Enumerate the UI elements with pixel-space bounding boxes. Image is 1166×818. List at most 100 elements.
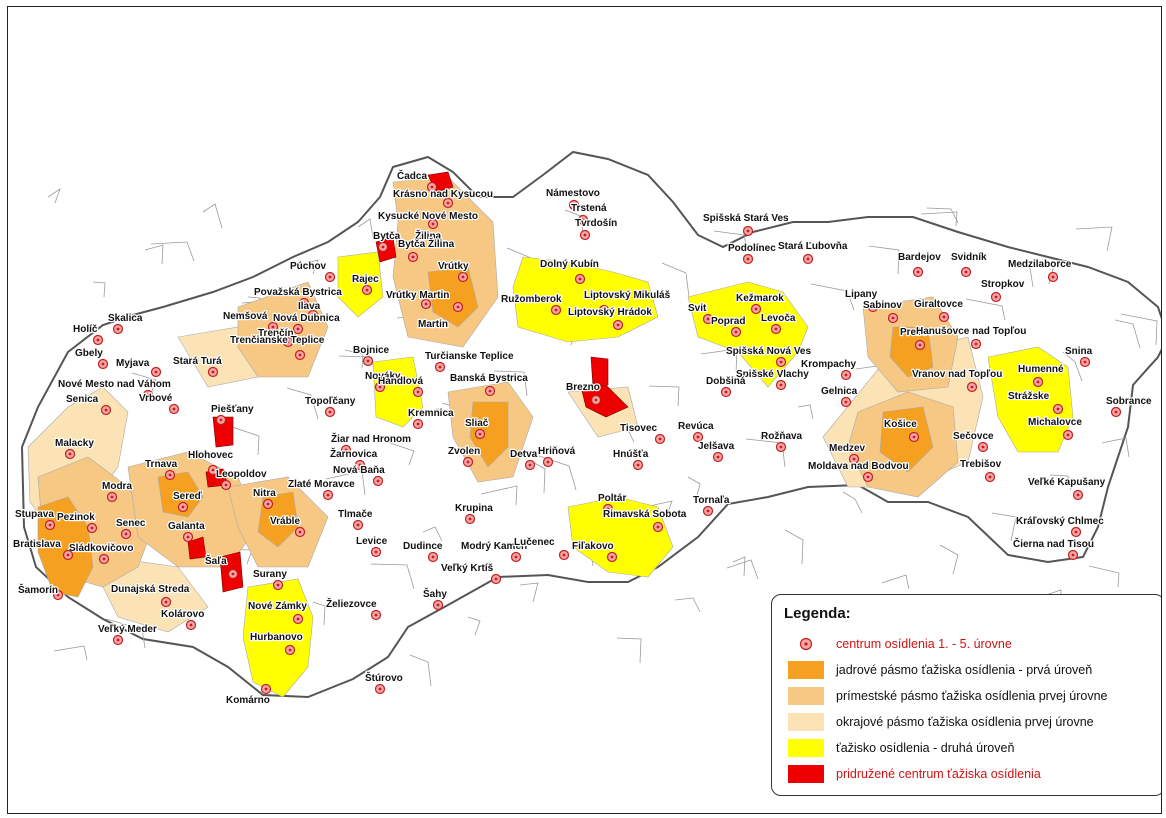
city-marker: Šaľa	[204, 553, 239, 580]
city-label: Dobšiná	[706, 376, 746, 387]
city-dot-center	[326, 493, 330, 497]
city-marker: Spišská Nová Ves	[725, 345, 813, 368]
city-marker: Nová Dubnica	[272, 312, 341, 335]
city-dot-center	[572, 203, 576, 207]
city-dot-center	[430, 185, 434, 189]
city-label: Trenčín	[258, 328, 294, 339]
district-border	[784, 529, 804, 565]
city-marker: Tornaľa	[692, 494, 731, 517]
city-marker: Dobšiná	[705, 375, 747, 398]
city-dot-center	[1076, 493, 1080, 497]
city-label: Bratislava	[13, 539, 61, 550]
city-dot-center	[1051, 275, 1055, 279]
city-marker: Sečovce	[952, 430, 995, 453]
city-dot-center	[583, 233, 587, 237]
district-border	[661, 262, 690, 298]
city-dot-center	[602, 308, 606, 312]
district-border	[409, 654, 432, 687]
legend-item-core-zone: jadrové pásmo ťažiska osídlenia - prvá ú…	[788, 659, 1092, 681]
district-border	[713, 230, 748, 250]
city-label: Považská Bystrica	[254, 287, 342, 298]
city-dot-center	[286, 340, 290, 344]
city-dot-center	[658, 437, 662, 441]
city-marker: Žiar nad Hronom	[330, 431, 412, 456]
city-label: Ilava	[298, 301, 321, 312]
city-dot-center	[376, 479, 380, 483]
city-label: Púchov	[290, 261, 327, 272]
city-label: Podolínec	[728, 243, 776, 254]
city-label: Nováky	[365, 371, 401, 382]
city-label: Nová Baňa	[333, 465, 385, 476]
city-label: Kráľovský Chlmec	[1016, 516, 1104, 527]
city-label: Malacky	[55, 438, 94, 449]
city-dot-center	[381, 245, 385, 249]
city-marker: Medzilaborce	[1007, 258, 1073, 283]
legend-label: pridružené centrum ťažiska osídlenia	[836, 767, 1041, 781]
city-dot-center	[494, 577, 498, 581]
city-dot-center	[96, 338, 100, 342]
city-label: Handlová	[378, 376, 423, 387]
city-dot-center	[181, 505, 185, 509]
city-dot-center	[974, 342, 978, 346]
city-dot-center	[328, 275, 332, 279]
city-label: Hnúšťa	[613, 449, 649, 460]
city-marker: Bytča Žilina	[397, 236, 456, 263]
city-dot-center	[891, 316, 895, 320]
district-border	[732, 556, 746, 577]
city-label: Dolný Kubín	[540, 259, 599, 270]
city-marker: Žarnovica	[329, 446, 379, 471]
district-border	[370, 563, 415, 590]
city-marker: Skalica	[107, 312, 144, 335]
city-label: Senec	[116, 518, 146, 529]
city-label: Hriňová	[538, 446, 576, 457]
city-dot-center	[456, 305, 460, 309]
city-marker: Handlová	[377, 375, 425, 398]
city-marker: Dolný Kubín	[539, 258, 600, 285]
city-marker: Vrútky Martin	[385, 289, 451, 310]
city-label: Tvrdošín	[575, 218, 617, 229]
city-label: Šamorín	[18, 583, 58, 596]
city-marker: Moldava nad Bodvou	[807, 460, 910, 483]
city-dot-center	[436, 603, 440, 607]
city-dot-center	[296, 617, 300, 621]
city-marker: Martin	[417, 301, 464, 331]
city-marker: Bojnice	[352, 344, 391, 367]
city-label: Gelnica	[821, 386, 858, 397]
city-label: Tlmače	[338, 509, 373, 520]
city-marker: Hnúšťa	[612, 448, 650, 471]
legend-swatch	[788, 765, 824, 783]
city-label: Spišské Vlachy	[736, 369, 809, 380]
city-dot-center	[844, 400, 848, 404]
district-border	[422, 526, 443, 542]
city-label: Lučenec	[514, 537, 555, 548]
city-dot-center	[1036, 380, 1040, 384]
city-label: Hurbanovo	[250, 632, 303, 643]
city-marker: Stropkov	[980, 278, 1026, 303]
city-dot-center	[724, 390, 728, 394]
city-dot-center	[1071, 553, 1075, 557]
city-dot-center	[696, 435, 700, 439]
city-marker: Svit	[687, 302, 714, 325]
city-marker: Nováky	[364, 370, 402, 393]
city-marker: Modra	[101, 480, 134, 503]
city-marker: Strážske	[1007, 390, 1064, 415]
city-dot-center	[66, 553, 70, 557]
city-dot-center	[1066, 433, 1070, 437]
city-dot-center	[101, 362, 105, 366]
legend-label: ťažisko osídlenia - druhá úroveň	[836, 741, 1015, 755]
city-dot-center	[988, 475, 992, 479]
city-dot-center	[866, 475, 870, 479]
city-dot-center	[706, 317, 710, 321]
city-marker: Sobrance	[1105, 395, 1153, 418]
city-marker: Bytča	[372, 230, 402, 253]
legend-label: prímestské pásmo ťažiska osídlenia prvej…	[836, 689, 1108, 703]
district-border	[926, 207, 959, 224]
city-marker: Levice	[355, 535, 389, 558]
city-dot-center	[344, 448, 348, 452]
city-dot-center	[164, 600, 168, 604]
city-label: Topoľčany	[305, 396, 356, 407]
city-dot-center	[436, 239, 440, 243]
city-label: Vrútky Martin	[386, 290, 449, 301]
city-dot-center	[594, 398, 598, 402]
